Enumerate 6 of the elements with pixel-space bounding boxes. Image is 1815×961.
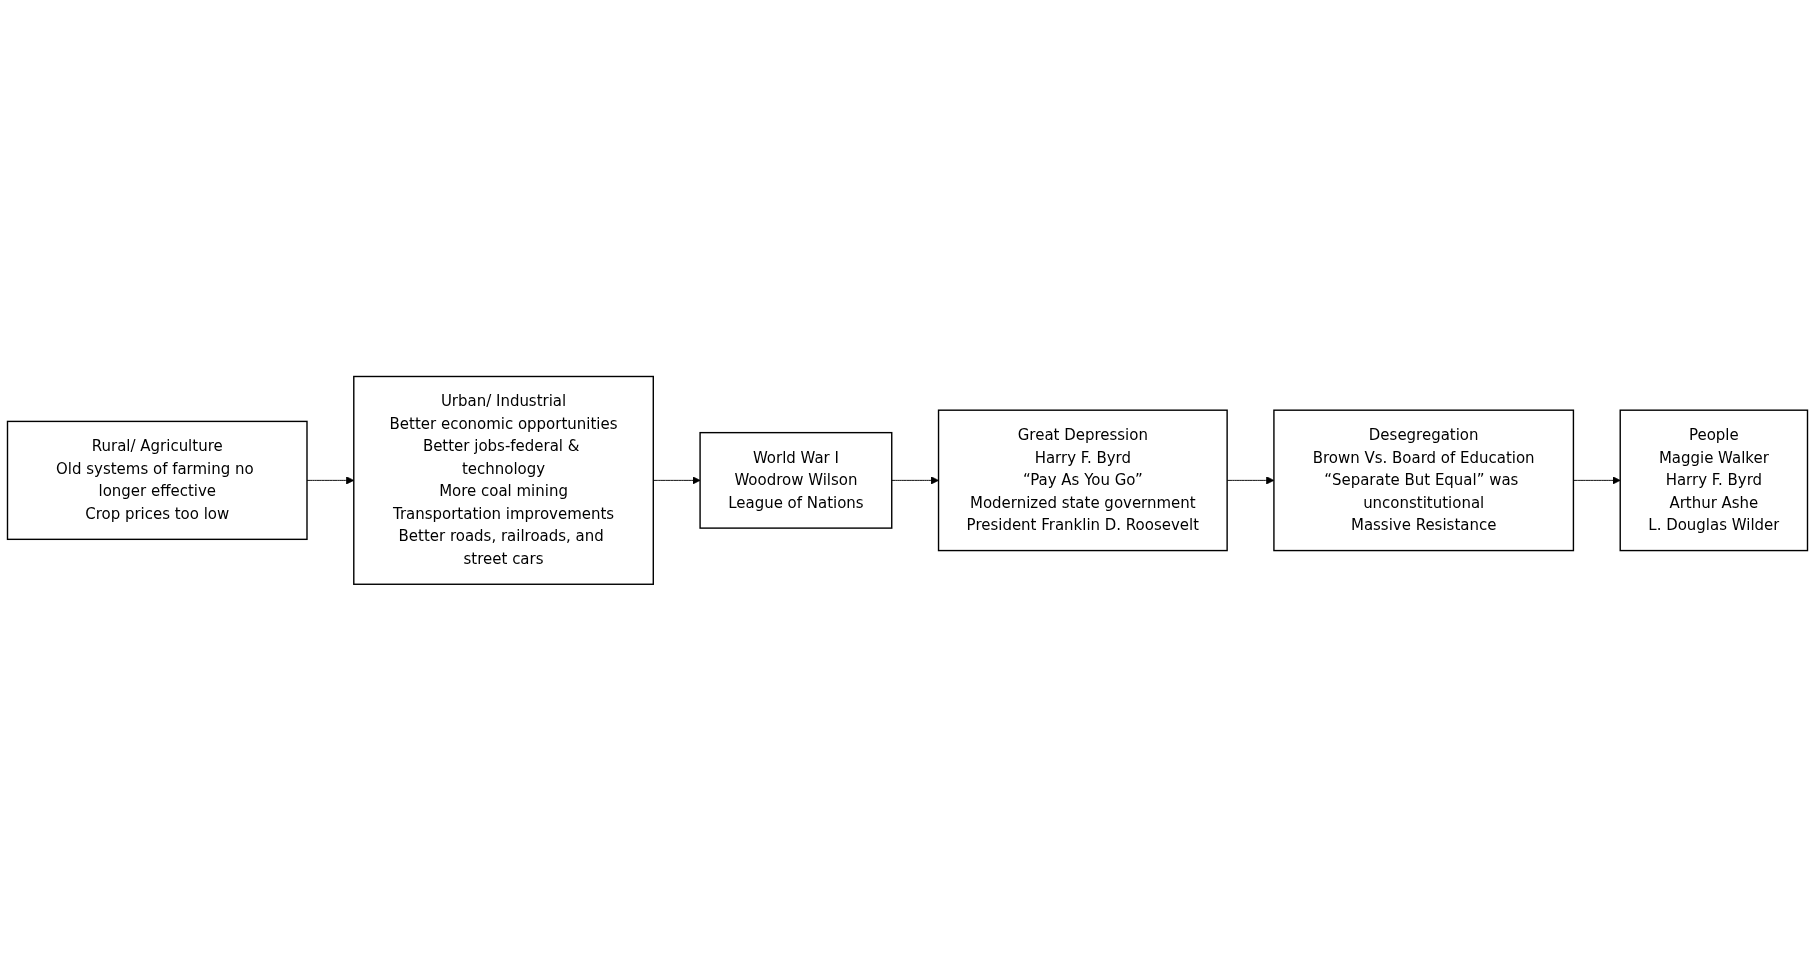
node-box: Desegregation Brown Vs. Board of Education “Separate But Equal” was unconstitutional Massive Resistance xyxy=(1273,409,1575,552)
node-box: Urban/ Industrial Better economic opportunities Better jobs-federal & technology More coal mining Transportation improvements Better roads, railroads, and street cars xyxy=(353,375,654,586)
node-box: Rural/ Agriculture Old systems of farming no longer effective Crop prices too low xyxy=(6,420,308,541)
node-box: People Maggie Walker Harry F. Byrd Arthur Ashe L. Douglas Wilder xyxy=(1619,409,1809,552)
node-box: World War I Woodrow Wilson League of Nations xyxy=(699,432,893,529)
node-box: Great Depression Harry F. Byrd “Pay As You Go” Modernized state government President Franklin D. Roosevelt xyxy=(937,409,1228,552)
